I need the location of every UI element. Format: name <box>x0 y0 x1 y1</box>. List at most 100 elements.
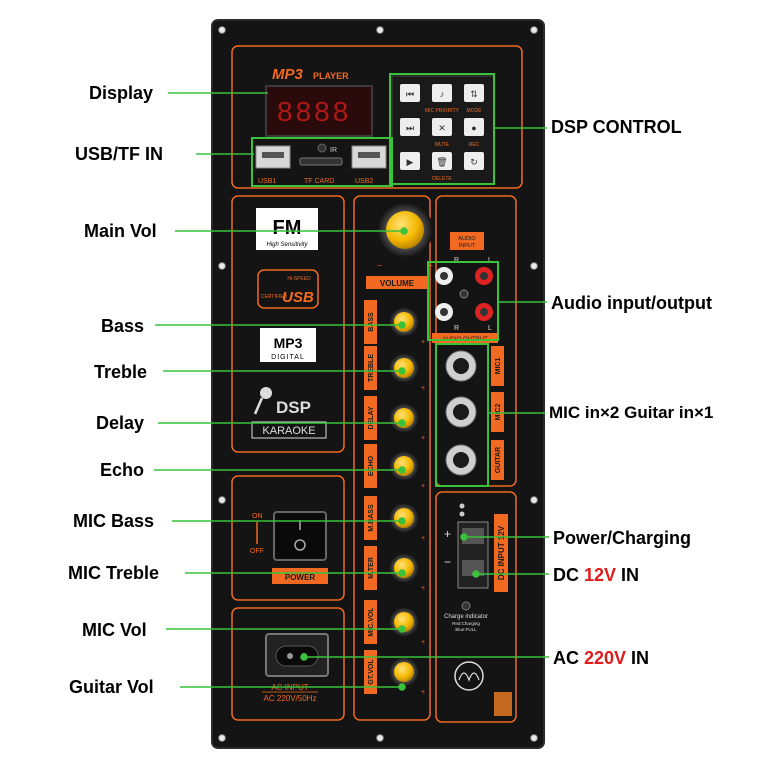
svg-text:−: − <box>444 555 451 569</box>
usb2-label: USB2 <box>355 178 373 185</box>
power-label-plate <box>272 568 328 584</box>
ac-section-frame <box>231 607 345 721</box>
leader-dot <box>400 227 408 235</box>
dsp-button[interactable] <box>432 84 452 102</box>
knob-label-plate <box>364 444 377 488</box>
audio-highlight-box <box>427 261 499 341</box>
rca-jacks <box>435 267 493 321</box>
svg-text:CERTIFIED: CERTIFIED <box>261 294 288 300</box>
microphone-icon <box>253 387 272 415</box>
svg-text:MIC PRIORITY: MIC PRIORITY <box>425 108 460 114</box>
power-section-frame <box>231 475 345 601</box>
svg-text:MODE: MODE <box>467 108 483 114</box>
label-mic-bass: MIC Bass <box>73 511 155 531</box>
dsp-button[interactable] <box>432 152 452 170</box>
label-usb-tf-in: USB/TF IN <box>75 144 163 164</box>
label-echo: Echo <box>100 460 145 480</box>
dsp-button-grid: ⏮♪⇅ ⏭✕● ▶🗑↻ MIC PRIORITY MODE MUTE REC D… <box>391 75 495 185</box>
jack-socket <box>453 404 469 420</box>
svg-text:▶: ▶ <box>407 157 414 167</box>
knob-label-plate <box>364 546 377 590</box>
dc-voltage: 12V <box>584 565 617 585</box>
usb-logo-box <box>257 269 319 309</box>
jack-label: MIC1 <box>495 358 502 375</box>
usb1-label: USB1 <box>258 178 276 185</box>
knob-label: TREBLE <box>368 354 375 382</box>
karaoke-logo: KARAOKE <box>262 425 315 437</box>
svg-text:POWER: POWER <box>285 573 315 582</box>
leader-dot <box>460 533 468 541</box>
svg-text:OFF: OFF <box>250 548 264 555</box>
knob-label-plate <box>364 600 377 644</box>
svg-text:Red:Charging: Red:Charging <box>452 621 480 626</box>
dsp-button[interactable] <box>400 152 420 170</box>
power-switch[interactable] <box>273 511 327 561</box>
svg-text:ON: ON <box>252 513 263 520</box>
dsp-button[interactable] <box>464 152 484 170</box>
highlight-boxes <box>251 73 499 487</box>
label-display: Display <box>89 83 154 103</box>
svg-text:DELETE: DELETE <box>432 176 452 182</box>
knob-plus: + <box>421 689 425 696</box>
rotary-knob[interactable] <box>394 662 414 682</box>
svg-text:IR: IR <box>330 147 337 154</box>
svg-text:L: L <box>488 257 492 264</box>
dsp-button[interactable] <box>400 118 420 136</box>
dsp-button[interactable] <box>400 84 420 102</box>
svg-text:−: − <box>377 261 382 270</box>
top-section-frame <box>231 45 523 189</box>
svg-text:AUDIO: AUDIO <box>458 236 476 242</box>
svg-text:High Sensitivity: High Sensitivity <box>266 242 308 248</box>
knob-label: MIC.VOL <box>368 607 375 637</box>
knob-label-plate <box>364 650 377 694</box>
jack-label: GUITAR <box>495 447 502 473</box>
svg-text:INPUT: INPUT <box>459 243 476 249</box>
ir-receiver <box>317 143 327 153</box>
knob-label-plate <box>364 396 377 440</box>
knob-label-plate <box>364 346 377 390</box>
label-delay: Delay <box>96 413 145 433</box>
knob-label: M.TER <box>368 557 375 579</box>
svg-text:MUTE: MUTE <box>435 142 450 148</box>
usb-logo: USB <box>282 289 314 306</box>
usb-highlight-box <box>251 137 393 187</box>
speaker-grille <box>494 692 512 716</box>
knob-label: DELAY <box>368 406 375 429</box>
jack-label-plate <box>491 346 504 386</box>
jack-highlight-box <box>435 343 489 487</box>
label-mic-guitar-in: MIC in×2 Guitar in×1 <box>549 403 714 422</box>
charge-indicator-led <box>461 601 471 611</box>
svg-text:●: ● <box>471 123 476 133</box>
tf-card-label: TF CARD <box>304 178 334 185</box>
svg-text:DIGITAL: DIGITAL <box>271 354 305 361</box>
knob-label: GT.VOL <box>368 659 375 685</box>
fm-logo: FM <box>273 217 302 239</box>
svg-text:♪: ♪ <box>440 89 445 99</box>
mp3-digital-logo-box <box>260 328 316 362</box>
label-dc-12v-in: DC 12V IN <box>553 565 640 585</box>
knob-plus: + <box>421 639 425 646</box>
dsp-highlight-box <box>389 73 495 185</box>
leader-dot <box>398 569 406 577</box>
label-bass: Bass <box>101 316 145 336</box>
label-main-vol: Main Vol <box>84 221 157 241</box>
leader-dot <box>398 683 406 691</box>
tf-card-slot[interactable] <box>299 157 343 166</box>
label-mic-treble: MIC Treble <box>68 563 160 583</box>
svg-text:REC: REC <box>469 142 480 148</box>
fm-logo-box <box>256 208 318 250</box>
svg-text:⇅: ⇅ <box>470 89 478 99</box>
svg-text:Hi-SPEED: Hi-SPEED <box>287 276 311 282</box>
label-mic-vol: MIC Vol <box>82 620 147 640</box>
knob-plus: + <box>421 339 425 346</box>
svg-text:L: L <box>488 325 492 332</box>
dsp-button[interactable] <box>464 118 484 136</box>
label-treble: Treble <box>94 362 148 382</box>
knob-plus: + <box>421 483 425 490</box>
knob-plus: + <box>421 435 425 442</box>
screw-holes <box>218 26 538 742</box>
dsp-button[interactable] <box>464 84 484 102</box>
brand-shell-icon <box>454 661 484 691</box>
jack-label: MIC2 <box>495 404 502 421</box>
dsp-button[interactable] <box>432 118 452 136</box>
